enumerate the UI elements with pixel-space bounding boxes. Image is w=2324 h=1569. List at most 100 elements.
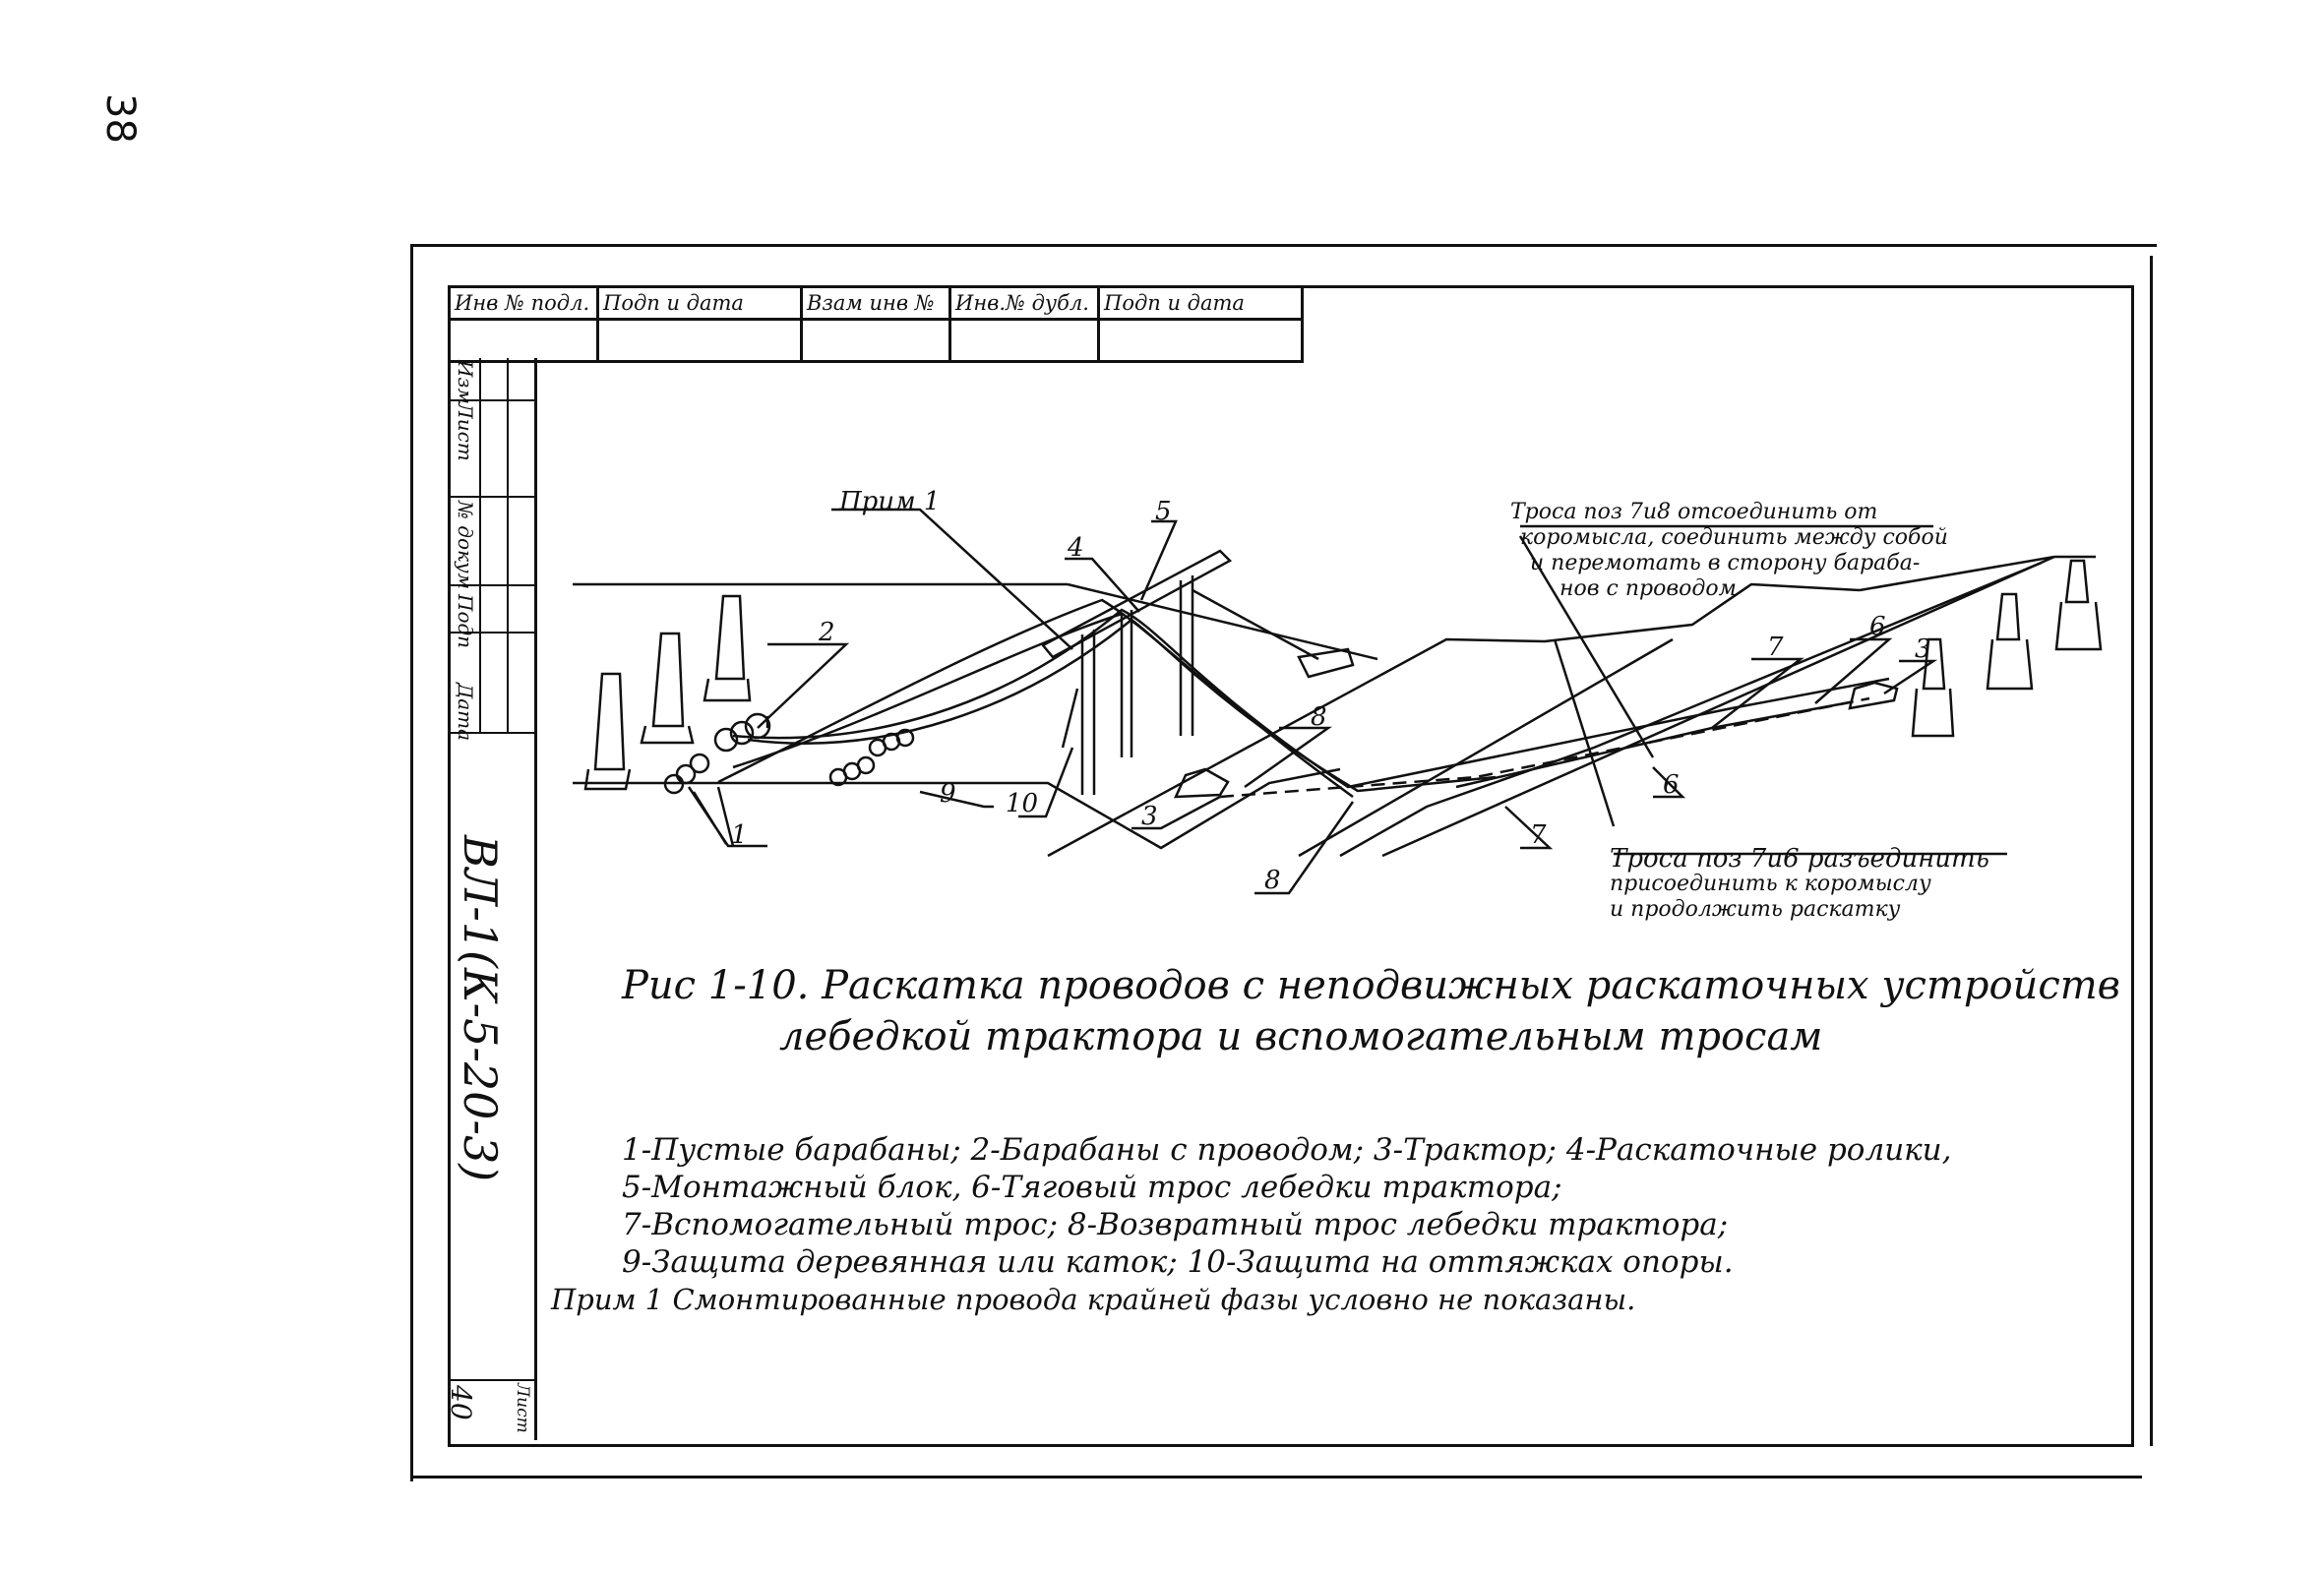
note-top: Троса поз 7и8 отсоединить от коромысла, … <box>1510 500 1948 602</box>
stamp-blank-cell <box>596 318 803 363</box>
tractor <box>1297 647 1355 679</box>
stamp-blank-cell <box>948 318 1100 363</box>
note-top-line: коромысла, соединить между собой <box>1520 525 1948 550</box>
legend-line: 7-Вспомогательный трос; 8-Возвратный тро… <box>622 1207 1729 1242</box>
callout-6-bottom: 6 <box>1663 770 1680 800</box>
leader-line <box>1518 535 1655 758</box>
legend-line: 9-Защита деревянная или каток; 10-Защита… <box>622 1244 1734 1280</box>
tower-foundation <box>1922 637 1946 691</box>
callout-1: 1 <box>731 820 748 850</box>
conductor-curve <box>717 598 1354 799</box>
note-top-line: и перемотать в сторону бараба- <box>1530 551 1921 575</box>
sheet-border-bottom <box>410 1476 2142 1478</box>
tower-leg <box>1120 610 1133 757</box>
leader-line <box>1254 801 1355 895</box>
leader-line <box>1553 638 1616 827</box>
tower-foundation <box>583 768 632 791</box>
tower-foundation <box>640 725 695 745</box>
callout-6-top: 6 <box>1869 612 1886 641</box>
leader-line <box>1711 657 1804 729</box>
tower-guy <box>1061 588 1319 749</box>
drum <box>713 727 739 753</box>
legend-line: Прим 1 Смонтированные провода крайней фа… <box>551 1283 1636 1316</box>
strip-divider <box>448 732 534 734</box>
callout-prim: Прим 1 <box>839 487 941 516</box>
terrain-right-ridge <box>1859 555 2055 592</box>
drum <box>689 753 710 774</box>
strip-divider <box>448 632 534 634</box>
callout-7-top: 7 <box>1767 633 1784 662</box>
leader-line <box>1814 637 1893 704</box>
note-bottom: Троса поз 7и6 разъединить присоединить к… <box>1610 846 1989 923</box>
strip-column <box>479 358 509 732</box>
leader-line <box>831 508 1073 650</box>
terrain-left-lower <box>573 767 1341 850</box>
tower-foundation <box>593 672 626 771</box>
figure-caption-line: лебедкой трактора и вспомогательным трос… <box>779 1014 1823 1059</box>
leader-line <box>1883 659 1938 695</box>
callout-8-bottom: 8 <box>1264 866 1281 895</box>
note-bottom-line: присоединить к коромыслу <box>1610 872 1931 896</box>
tower-leg <box>1080 630 1096 795</box>
stamp-blank-cell <box>800 318 951 363</box>
callout-10: 10 <box>1006 789 1039 818</box>
callout-4: 4 <box>1068 533 1084 563</box>
callout-3-left: 3 <box>1141 802 1158 831</box>
drum <box>729 720 755 746</box>
strip-column <box>448 358 481 732</box>
drum <box>675 763 697 785</box>
conductor-curve <box>732 608 1890 789</box>
leader-line <box>1139 519 1178 601</box>
tower-foundation <box>1986 638 2034 691</box>
callout-9: 9 <box>940 779 956 809</box>
figure-caption-line: Рис 1-10. Раскатка проводов с неподвижны… <box>622 963 2120 1008</box>
sheet-border-right <box>2150 256 2153 1446</box>
leader-line <box>687 786 767 848</box>
leader-line <box>757 642 850 729</box>
strip-divider <box>448 584 534 586</box>
stamp-cell-vzam-inv: Взам инв № <box>800 285 951 321</box>
tow-rope <box>1219 696 1870 799</box>
tower-foundation <box>2064 559 2090 604</box>
callout-2: 2 <box>819 618 835 647</box>
terrain-slope-2 <box>1298 637 1674 858</box>
note-top-line: нов с проводом <box>1560 576 1737 601</box>
tower-foundation <box>703 678 752 702</box>
left-title-strip: Изм Лист № докум Подп Дата ВЛ-1(К-5-20-3… <box>445 358 537 1440</box>
callout-7-bottom: 7 <box>1530 820 1547 850</box>
tractor <box>1174 767 1230 799</box>
tower-foundation <box>1995 592 2021 641</box>
stamp-blank-cell <box>1097 318 1304 363</box>
stamp-blank-cell <box>448 318 599 363</box>
drum <box>856 755 876 775</box>
tower-foundation <box>714 594 746 681</box>
tower-foundation <box>1911 688 1955 738</box>
note-bottom-line: Троса поз 7и6 разъединить <box>1610 844 1989 874</box>
sheet-border <box>410 244 2157 1481</box>
terrain-slope-1 <box>1047 582 1861 858</box>
tower-foundation <box>651 632 685 728</box>
tower-leg <box>1179 575 1194 736</box>
drum <box>744 712 771 740</box>
leader-line <box>919 790 994 809</box>
strip-divider <box>448 399 534 401</box>
leader-line <box>1131 795 1221 830</box>
tower-foundation <box>2054 601 2103 651</box>
leader-line <box>1244 726 1332 789</box>
legend: 1-Пустые барабаны; 2-Барабаны с проводом… <box>551 1131 1952 1318</box>
note-top-line: Троса поз 7и8 отсоединить от <box>1510 500 1878 524</box>
leader-line <box>1504 806 1554 850</box>
tractor <box>1848 681 1899 710</box>
callout-5: 5 <box>1155 497 1172 526</box>
stamp-cell-podp-data: Подп и дата <box>596 285 803 321</box>
strip-divider <box>448 1379 534 1381</box>
tow-rope <box>1455 700 1851 789</box>
leader-line <box>1652 766 1686 799</box>
leader-line <box>1065 557 1140 613</box>
note-bottom-line: и продолжить раскатку <box>1610 897 1901 922</box>
callout-8-top: 8 <box>1311 702 1327 732</box>
stamp-table: Инв № подл. Подп и дата Взам инв № Инв.№… <box>448 285 1304 363</box>
stamp-cell-podp-data-2: Подп и дата <box>1097 285 1304 321</box>
leader-line <box>1018 747 1074 818</box>
